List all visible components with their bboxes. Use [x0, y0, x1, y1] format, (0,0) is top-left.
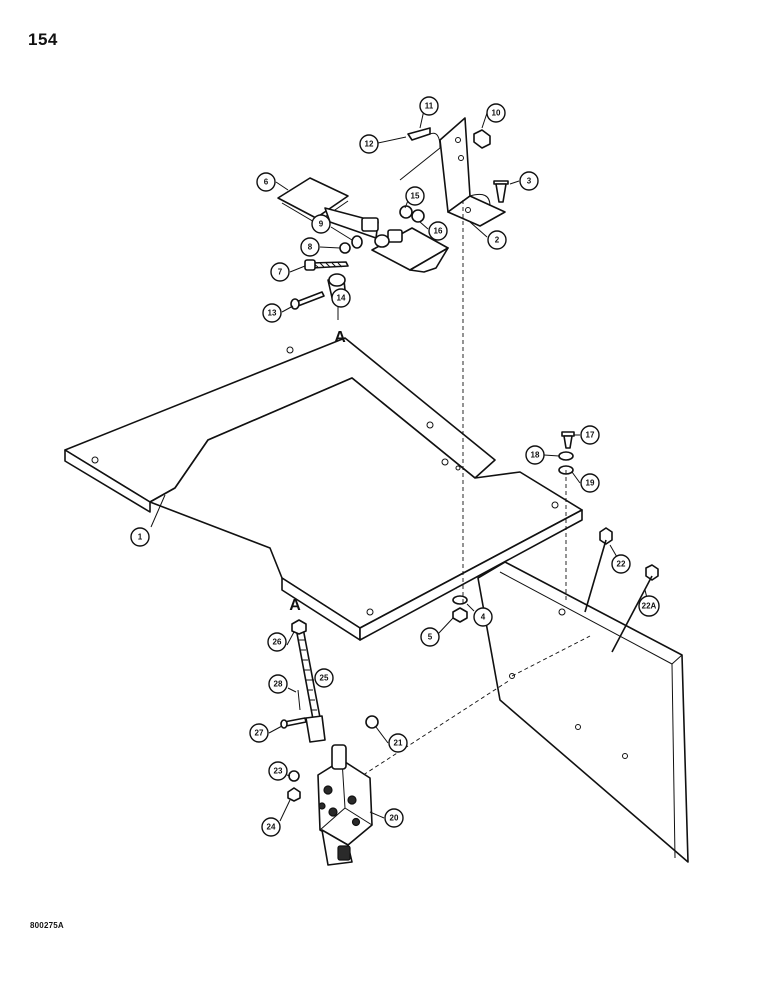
svg-text:10: 10: [492, 109, 501, 118]
side-panel: [477, 561, 689, 863]
callout-9: 9: [311, 214, 331, 234]
callout-26: 26: [267, 632, 287, 652]
reference-code: 800275A: [30, 921, 64, 930]
svg-text:14: 14: [337, 294, 346, 303]
svg-text:27: 27: [255, 729, 264, 738]
svg-text:2: 2: [495, 236, 500, 245]
svg-text:9: 9: [319, 220, 324, 229]
svg-text:3: 3: [527, 177, 532, 186]
callout-6: 6: [256, 172, 276, 192]
svg-text:6: 6: [264, 178, 269, 187]
callout-25: 25: [314, 668, 334, 688]
callout-23: 23: [268, 761, 288, 781]
svg-text:7: 7: [278, 268, 283, 277]
alignment-lines: [339, 200, 567, 791]
callout-24: 24: [261, 817, 281, 837]
callout-11: 11: [419, 96, 439, 116]
svg-text:5: 5: [428, 633, 433, 642]
callout-1: 1: [130, 527, 150, 547]
control-valve: [287, 744, 373, 866]
callout-13: 13: [262, 303, 282, 323]
callout-21: 21: [388, 733, 408, 753]
callout-18: 18: [525, 445, 545, 465]
svg-text:21: 21: [394, 739, 403, 748]
svg-text:11: 11: [425, 102, 434, 111]
svg-text:16: 16: [434, 227, 443, 236]
svg-text:12: 12: [365, 140, 374, 149]
svg-text:1: 1: [138, 533, 143, 542]
bracket-hardware: [407, 127, 509, 207]
callout-5: 5: [420, 627, 440, 647]
floor-nuts: [452, 595, 468, 623]
svg-text:17: 17: [586, 431, 595, 440]
callout-8: 8: [300, 237, 320, 257]
svg-text:13: 13: [268, 309, 277, 318]
callout-bubbles: 1 2 3 4 5 6 7 8 9 10 11 12 13 14 15 16 1…: [130, 96, 660, 837]
svg-text:20: 20: [390, 814, 399, 823]
callout-7: 7: [270, 262, 290, 282]
svg-text:18: 18: [531, 451, 540, 460]
svg-text:19: 19: [586, 479, 595, 488]
svg-text:28: 28: [274, 680, 283, 689]
callout-14: 14: [331, 288, 351, 308]
callout-20: 20: [384, 808, 404, 828]
svg-text:4: 4: [481, 613, 486, 622]
callout-27: 27: [249, 723, 269, 743]
callout-19: 19: [580, 473, 600, 493]
svg-text:15: 15: [411, 192, 420, 201]
page-number: 154: [28, 30, 58, 49]
callout-10: 10: [486, 103, 506, 123]
callout-3: 3: [519, 171, 539, 191]
svg-text:26: 26: [273, 638, 282, 647]
pedal-assembly: [277, 177, 449, 273]
svg-text:22: 22: [617, 560, 626, 569]
callout-17: 17: [580, 425, 600, 445]
callout-15: 15: [405, 186, 425, 206]
right-hardware: [558, 431, 659, 653]
control-linkage: [280, 619, 379, 743]
callout-2: 2: [487, 230, 507, 250]
callout-22a: 22A: [638, 595, 660, 617]
svg-text:23: 23: [274, 767, 283, 776]
view-marker-a-upper: A: [334, 329, 346, 346]
svg-text:24: 24: [267, 823, 276, 832]
callout-12: 12: [359, 134, 379, 154]
svg-text:8: 8: [308, 243, 313, 252]
callout-4: 4: [473, 607, 493, 627]
floor-plate: [64, 337, 583, 641]
svg-text:22A: 22A: [642, 602, 657, 611]
view-marker-a-lower: A: [289, 597, 301, 614]
svg-text:25: 25: [320, 674, 329, 683]
callout-16: 16: [428, 221, 448, 241]
callout-22: 22: [611, 554, 631, 574]
callout-28: 28: [268, 674, 288, 694]
